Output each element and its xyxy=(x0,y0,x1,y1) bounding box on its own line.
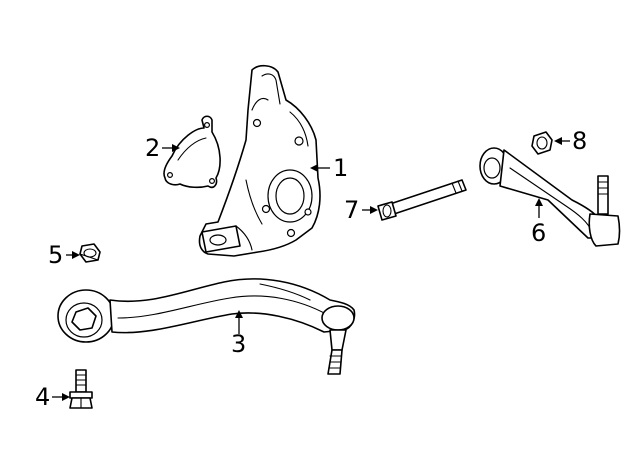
callout-6: 6 xyxy=(531,219,546,247)
callout-4: 4 xyxy=(35,383,50,411)
part-2-cover-plate xyxy=(163,115,221,189)
part-7-long-bolt xyxy=(377,179,467,221)
callout-2: 2 xyxy=(145,134,160,162)
part-8-nut xyxy=(531,131,553,155)
part-5-nut xyxy=(79,243,101,263)
callout-7: 7 xyxy=(344,196,359,224)
callout-leaders xyxy=(52,137,570,401)
callout-3: 3 xyxy=(231,330,246,358)
callout-1: 1 xyxy=(333,154,348,182)
part-6-upper-control-arm xyxy=(479,147,621,247)
callout-5: 5 xyxy=(48,241,63,269)
part-3-lower-control-arm xyxy=(57,278,356,375)
part-4-bolt xyxy=(69,369,93,409)
part-1-steering-knuckle xyxy=(198,64,321,257)
callout-8: 8 xyxy=(572,127,587,155)
